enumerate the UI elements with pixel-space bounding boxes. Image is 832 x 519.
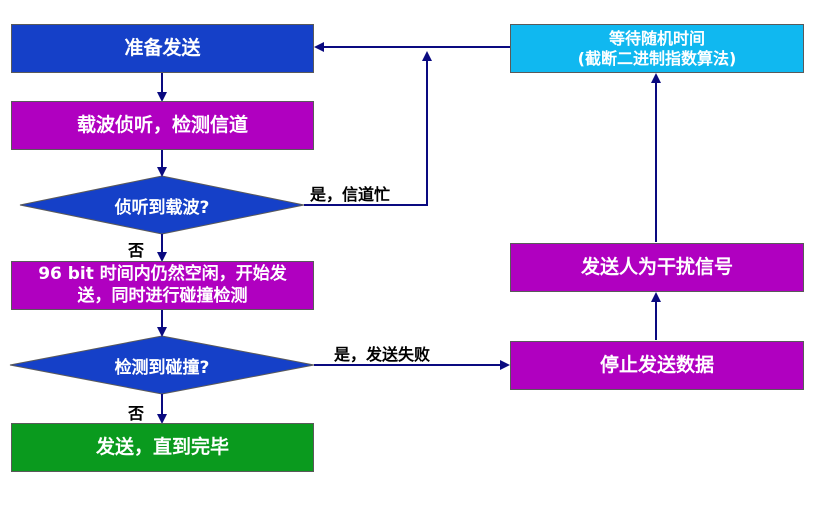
jam-signal-box: 发送人为干扰信号 (510, 243, 804, 292)
no-edge-label-2: 否 (128, 404, 145, 423)
fail-edge-label: 是，发送失败 (334, 345, 431, 364)
busy-edge-label: 是，信道忙 (310, 185, 391, 204)
collision-decision-label: 检测到碰撞? (114, 357, 210, 378)
stop-sending-text: 停止发送数据 (599, 353, 714, 376)
idle-transmit-line2: 送，同时进行碰撞检测 (77, 285, 248, 306)
jam-signal-text: 发送人为干扰信号 (580, 255, 733, 278)
idle-transmit-line1: 96 bit 时间内仍然空闲，开始发 (38, 264, 287, 285)
random-wait-box: 等待随机时间 (截断二进制指数算法) (510, 24, 804, 73)
carrier-decision-label: 侦听到载波? (114, 197, 210, 218)
arrow-busy-loop (304, 51, 432, 206)
prepare-send-box: 准备发送 (11, 24, 314, 73)
random-wait-line2: (截断二进制指数算法) (577, 48, 737, 68)
prepare-send-text: 准备发送 (124, 36, 201, 59)
random-wait-line1: 等待随机时间 (608, 28, 705, 48)
send-complete-box: 发送，直到完毕 (11, 423, 314, 472)
send-complete-text: 发送，直到完毕 (95, 435, 229, 458)
carrier-sense-text: 载波侦听，检测信道 (76, 113, 248, 136)
no-edge-label-1: 否 (128, 241, 145, 260)
idle-transmit-box: 96 bit 时间内仍然空闲，开始发 送，同时进行碰撞检测 (11, 261, 314, 310)
stop-sending-box: 停止发送数据 (510, 341, 804, 390)
carrier-sense-box: 载波侦听，检测信道 (11, 101, 314, 150)
